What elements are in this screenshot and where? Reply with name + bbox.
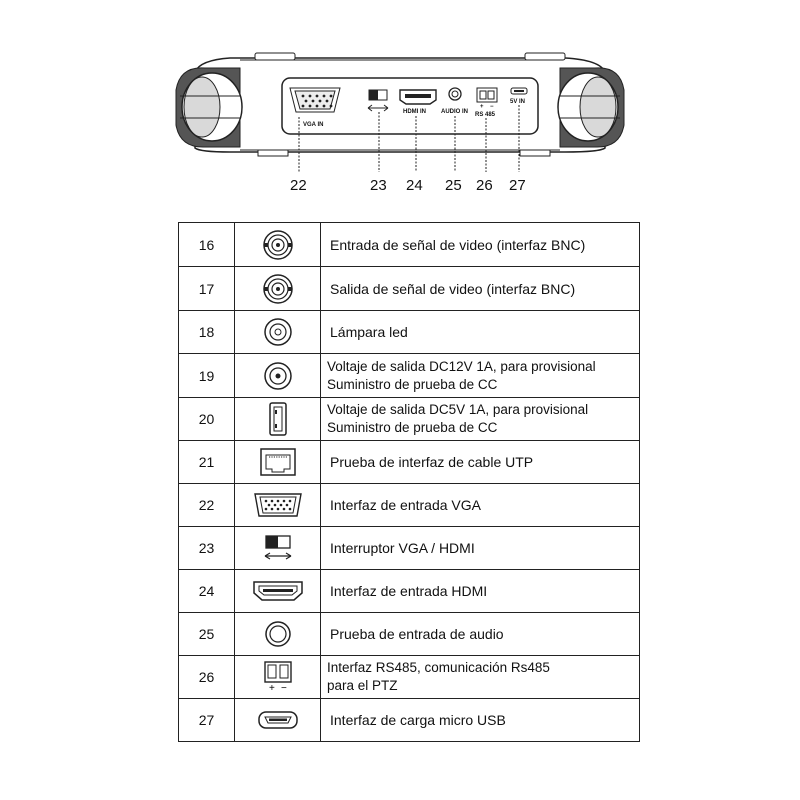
row-description-line1: Interfaz RS485, comunicación Rs485	[327, 660, 550, 675]
callout-24: 24	[406, 177, 423, 194]
svg-text:−: −	[281, 683, 287, 694]
row-description: Salida de señal de video (interfaz BNC)	[320, 266, 640, 311]
row-number: 26	[178, 655, 235, 699]
left-bumper	[175, 67, 243, 148]
row-number: 20	[178, 397, 235, 441]
svg-text:VGA IN: VGA IN	[303, 122, 323, 128]
micro-usb-icon	[257, 711, 298, 729]
bnc-connector-icon	[262, 229, 293, 260]
svg-text:+: +	[269, 683, 275, 694]
audio-jack-icon	[264, 621, 291, 647]
row-description: Prueba de interfaz de cable UTP	[320, 440, 640, 484]
row-number: 19	[178, 353, 235, 398]
row-description-line2: para el PTZ	[327, 678, 398, 693]
table-row: 22 Interfaz de entrada VGA	[178, 483, 640, 527]
vga-in-port: VGA IN	[289, 87, 341, 128]
row-number: 27	[178, 698, 235, 742]
table-row: 17 Salida de señal de video (interfaz BN…	[178, 266, 640, 311]
dc-jack-icon	[263, 361, 292, 390]
table-row: 16 Entrada de señal de video (interfaz B…	[178, 222, 640, 267]
row-number: 18	[178, 310, 235, 354]
usb-port-icon	[268, 402, 287, 436]
rj45-port-icon	[259, 448, 296, 476]
callout-23: 23	[370, 177, 387, 194]
row-description-line2: Suministro de prueba de CC	[327, 420, 498, 435]
svg-text:AUDIO IN: AUDIO IN	[441, 109, 468, 115]
callout-22: 22	[290, 177, 307, 194]
row-description-line2: Suministro de prueba de CC	[327, 376, 498, 392]
row-description: Entrada de señal de video (interfaz BNC)	[320, 222, 640, 267]
svg-text:+: +	[480, 104, 484, 110]
table-row: 18 Lámpara led	[178, 310, 640, 354]
svg-text:5V IN: 5V IN	[510, 99, 525, 105]
device-top-panel-diagram: VGA IN HDMI IN AUDIO IN + − RS 485 5V IN	[175, 52, 625, 194]
vga-hdmi-switch	[367, 89, 389, 112]
row-description: Interfaz de entrada HDMI	[320, 569, 640, 613]
hdmi-in-port: HDMI IN	[399, 89, 437, 115]
hdmi-port-icon	[252, 581, 303, 601]
row-number: 17	[178, 266, 235, 311]
callout-25: 25	[445, 177, 462, 194]
row-number: 23	[178, 526, 235, 570]
audio-in-port: AUDIO IN	[441, 87, 468, 115]
callout-27: 27	[509, 177, 526, 194]
table-row: 25 Prueba de entrada de audio	[178, 612, 640, 656]
switch-icon	[264, 535, 291, 560]
table-row: 23 Interruptor VGA / HDMI	[178, 526, 640, 570]
vga-port-icon	[253, 493, 302, 517]
row-number: 16	[178, 222, 235, 267]
row-description: Lámpara led	[320, 310, 640, 354]
five-v-in-port: 5V IN	[510, 87, 528, 105]
rs485-terminal-icon: + −	[263, 661, 292, 694]
row-number: 21	[178, 440, 235, 484]
callout-26: 26	[476, 177, 493, 194]
svg-text:HDMI IN: HDMI IN	[403, 109, 426, 115]
table-row: 19 Voltaje de salida DC12V 1A, para prov…	[178, 353, 640, 398]
row-description: Interruptor VGA / HDMI	[320, 526, 640, 570]
row-description: Interfaz de entrada VGA	[320, 483, 640, 527]
table-row: 27 Interfaz de carga micro USB	[178, 698, 640, 742]
row-description: Interfaz de carga micro USB	[320, 698, 640, 742]
row-description: Prueba de entrada de audio	[320, 612, 640, 656]
bnc-connector-icon	[262, 273, 293, 304]
row-number: 22	[178, 483, 235, 527]
led-lamp-icon	[263, 318, 292, 346]
svg-text:−: −	[490, 104, 494, 110]
row-description-line1: Voltaje de salida DC12V 1A, para provisi…	[327, 358, 596, 374]
svg-text:RS 485: RS 485	[475, 112, 496, 118]
rs485-port: + − RS 485	[475, 87, 498, 118]
table-row: 24 Interfaz de entrada HDMI	[178, 569, 640, 613]
row-number: 24	[178, 569, 235, 613]
port-reference-table: 16 Entrada de señal de video (interfaz B…	[178, 222, 640, 742]
table-row: 20 Voltaje de salida DC5V 1A, para provi…	[178, 397, 640, 441]
table-row: 21 Prueba de interfaz de cable UTP	[178, 440, 640, 484]
right-bumper	[557, 67, 625, 148]
row-description-line1: Voltaje de salida DC5V 1A, para provisio…	[327, 402, 589, 417]
row-number: 25	[178, 612, 235, 656]
table-row: 26 + − Interfaz RS485, comunicación Rs48…	[178, 655, 640, 699]
